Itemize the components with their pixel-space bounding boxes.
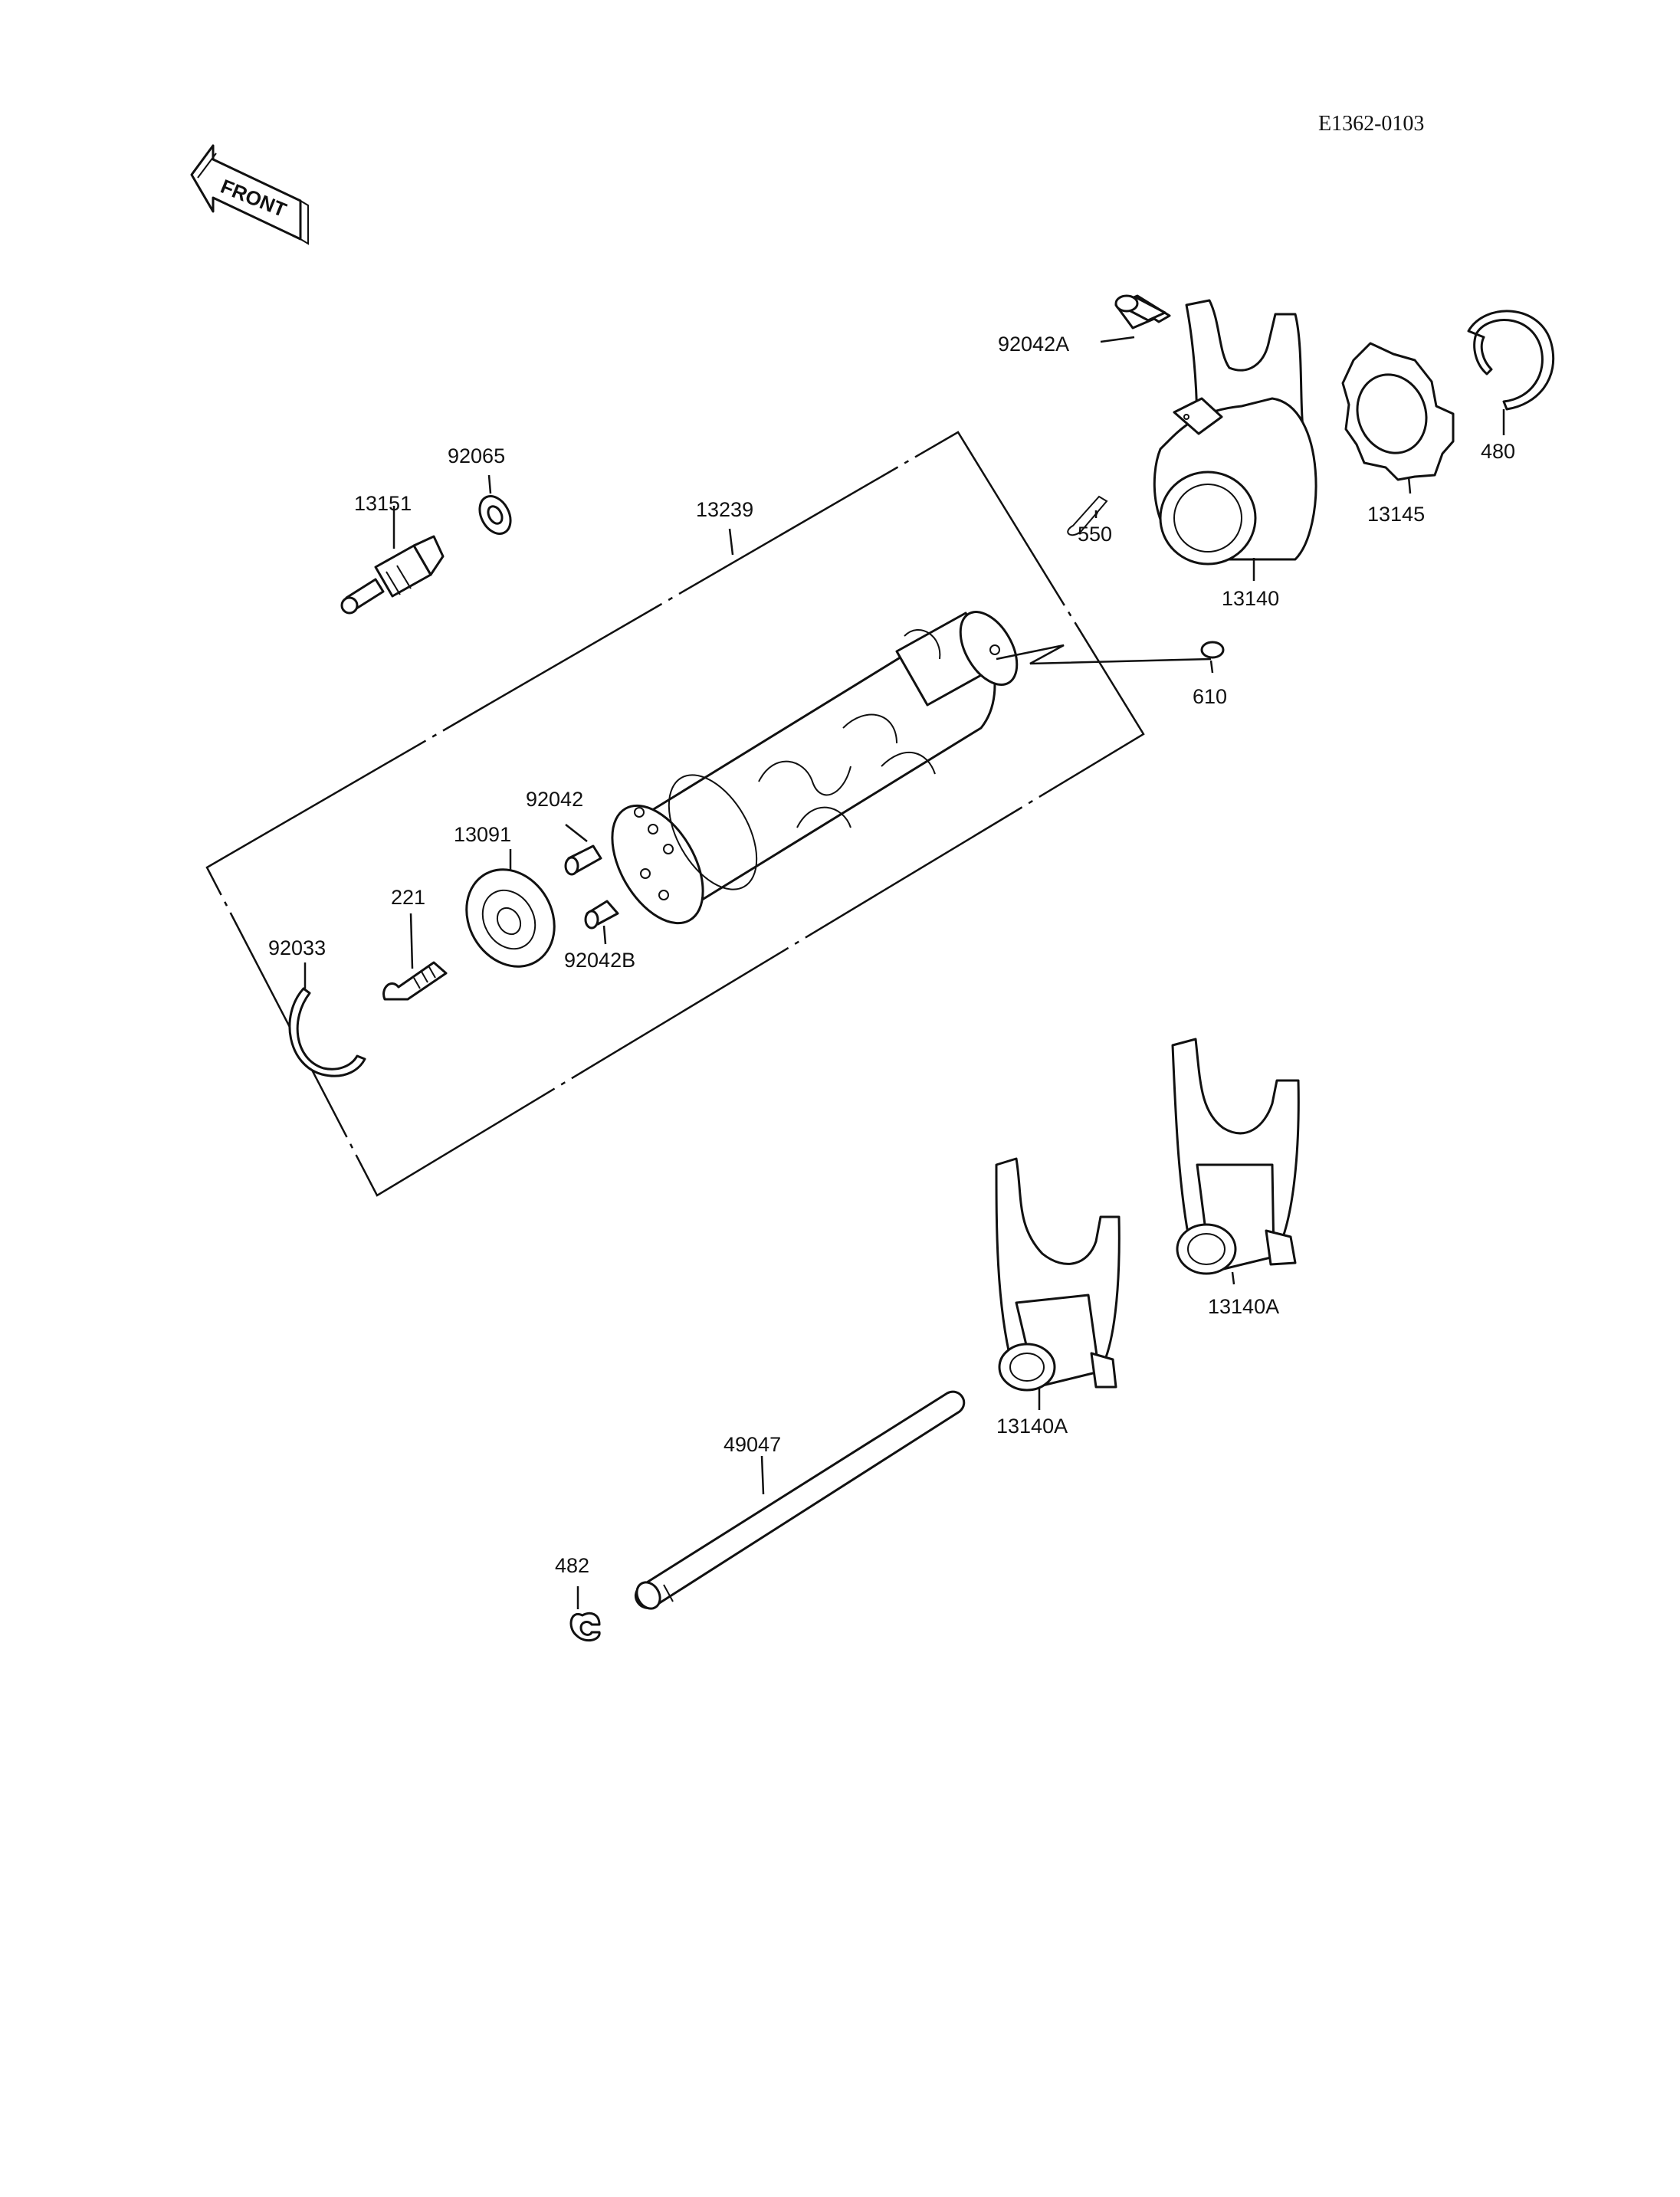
screw-icon [382,961,448,1001]
label-610: 610 [1193,685,1227,708]
pin-92042-icon [564,844,602,876]
label-13239: 13239 [696,498,753,521]
shift-fork-13140a-right-icon [1171,1038,1300,1275]
label-13151: 13151 [354,492,412,515]
clip-482-icon [569,1612,601,1642]
washer-icon [478,495,512,535]
front-arrow-icon: FRONT [190,144,309,245]
label-92033: 92033 [268,936,326,959]
label-92065: 92065 [448,444,505,467]
pin-92042a-icon [1114,294,1171,330]
label-92042A: 92042A [998,333,1069,356]
shift-fork-13140-icon [1153,299,1317,566]
label-13140: 13140 [1222,587,1279,610]
label-13140A-left: 13140A [996,1415,1068,1438]
pin-610-icon [1200,641,1225,659]
label-13091: 13091 [454,823,511,846]
label-480: 480 [1481,440,1515,463]
pin-92042b-icon [584,900,619,930]
cotter-pin-icon [1067,495,1108,536]
assembly-outline [205,431,1145,1197]
label-13140A-right: 13140A [1208,1295,1279,1318]
neutral-switch-icon [340,535,445,615]
label-221: 221 [391,886,425,909]
cam-plate-icon [1341,342,1455,481]
shift-drum-icon [611,611,1019,925]
shift-fork-13140a-left-icon [995,1157,1121,1392]
diagram-code: E1362-0103 [1318,112,1424,136]
label-92042: 92042 [526,788,583,811]
label-49047: 49047 [724,1433,781,1456]
label-482: 482 [555,1554,589,1577]
label-550: 550 [1078,523,1112,546]
fork-shaft-icon [635,1390,966,1610]
pin-plate-icon [465,868,556,968]
circlip-480-icon [1467,310,1555,411]
circlip-92033-icon [288,987,366,1077]
label-13145: 13145 [1367,503,1425,526]
label-92042B: 92042B [564,949,635,972]
